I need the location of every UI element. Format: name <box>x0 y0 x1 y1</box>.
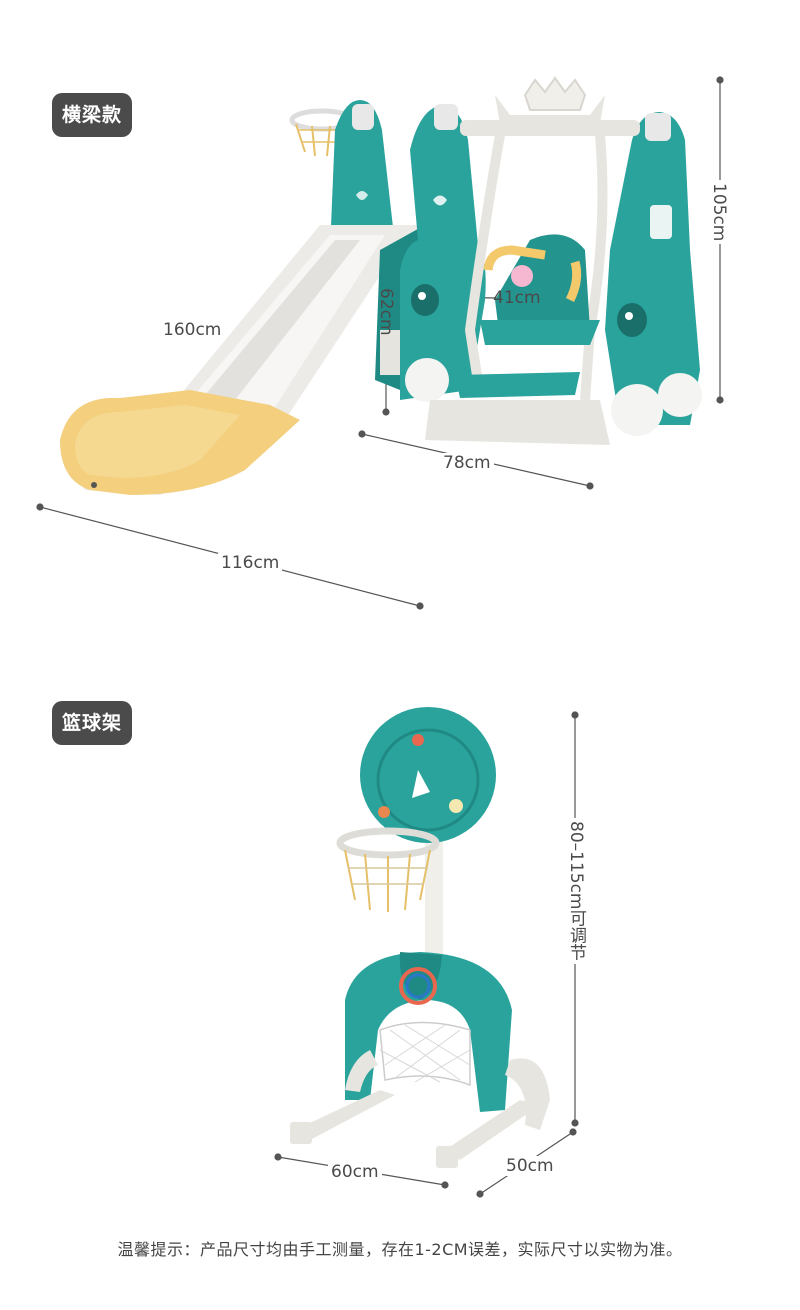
dim-slide-length-label: 160cm <box>160 320 225 340</box>
dim-depth-label: 78cm <box>440 453 494 473</box>
dim-hoop-depth-label: 50cm <box>503 1156 557 1176</box>
basketball-stand-illustration <box>274 707 579 1198</box>
section-badge-hoop: 篮球架 <box>52 701 133 745</box>
section-badge-crossbeam: 横梁款 <box>52 93 133 137</box>
measurement-note: 温馨提示：产品尺寸均由手工测量，存在1-2CM误差，实际尺寸以实物为准。 <box>117 1240 683 1259</box>
dim-hoop-width-label: 60cm <box>328 1162 382 1182</box>
dim-swing-width-label: 41cm <box>493 288 541 308</box>
dim-total-length-label: 116cm <box>218 553 283 573</box>
slide-swing-set-illustration <box>36 76 724 610</box>
dim-height-label: 105cm <box>709 180 729 245</box>
dim-seat-height-label: 62cm <box>376 288 396 336</box>
dim-hoop-height-label: 80–115cm可调节 <box>564 818 589 964</box>
